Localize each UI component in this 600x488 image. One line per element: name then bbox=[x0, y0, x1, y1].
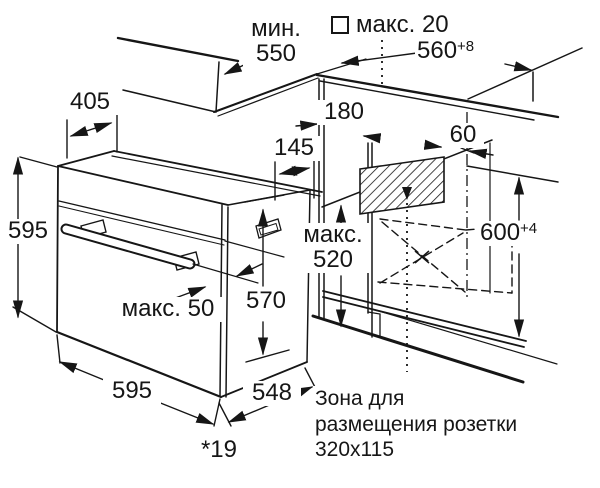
socket-zone-label: Зона для размещения розетки 320x115 bbox=[313, 386, 520, 463]
dim-548-label: 548 bbox=[243, 380, 301, 406]
dim-600-label: 600+4 bbox=[478, 219, 540, 246]
dim-405-label: 405 bbox=[62, 89, 118, 115]
dim-max-20-label: макс. 20 bbox=[329, 11, 451, 38]
dim-180-label: 180 bbox=[317, 99, 371, 125]
socket-zone-line2: размещения розетки bbox=[315, 412, 518, 436]
dimension-lines bbox=[12, 52, 533, 427]
dim-max-20-text: макс. 20 bbox=[356, 11, 449, 38]
socket-zone-line1: Зона для bbox=[315, 387, 405, 410]
oven-handle bbox=[60, 219, 200, 271]
dim-595-width-label: 595 bbox=[103, 378, 161, 404]
socket-zone-hatch bbox=[359, 156, 445, 215]
note-19-label: *19 bbox=[193, 437, 245, 463]
dim-min-550-prefix: мин. bbox=[251, 15, 301, 42]
down-arrow-icon bbox=[402, 187, 412, 200]
dim-60-label: 60 bbox=[442, 122, 484, 148]
dim-560-tolerance: +8 bbox=[457, 38, 475, 55]
dim-600-value: 600 bbox=[480, 219, 521, 246]
socket-zone-dashed-box bbox=[377, 218, 513, 294]
center-x-mark bbox=[414, 250, 430, 264]
socket-zone-line3: 320x115 bbox=[315, 438, 395, 462]
dim-max-520-value: 520 bbox=[312, 245, 354, 273]
countertop-and-wall-lines bbox=[116, 36, 583, 183]
dim-560-value: 560 bbox=[417, 37, 458, 64]
dim-max-50-label: макс. 50 bbox=[110, 296, 226, 322]
dim-max-520-prefix: макс. bbox=[303, 221, 363, 248]
dim-max-520-label: макс. 520 bbox=[296, 221, 370, 273]
dim-145-label: 145 bbox=[268, 135, 320, 161]
dim-560-label: 560+8 bbox=[415, 37, 477, 64]
dim-min-550-label: мин. 550 bbox=[243, 15, 309, 67]
square-symbol-icon bbox=[331, 16, 349, 35]
max50-reference-lines bbox=[192, 240, 285, 284]
dim-min-550-value: 550 bbox=[255, 39, 297, 67]
dim-570-label: 570 bbox=[237, 288, 295, 314]
oven-drawing bbox=[55, 150, 323, 399]
dim-595-height-label: 595 bbox=[0, 218, 56, 244]
dim-600-tolerance: +4 bbox=[520, 220, 538, 237]
